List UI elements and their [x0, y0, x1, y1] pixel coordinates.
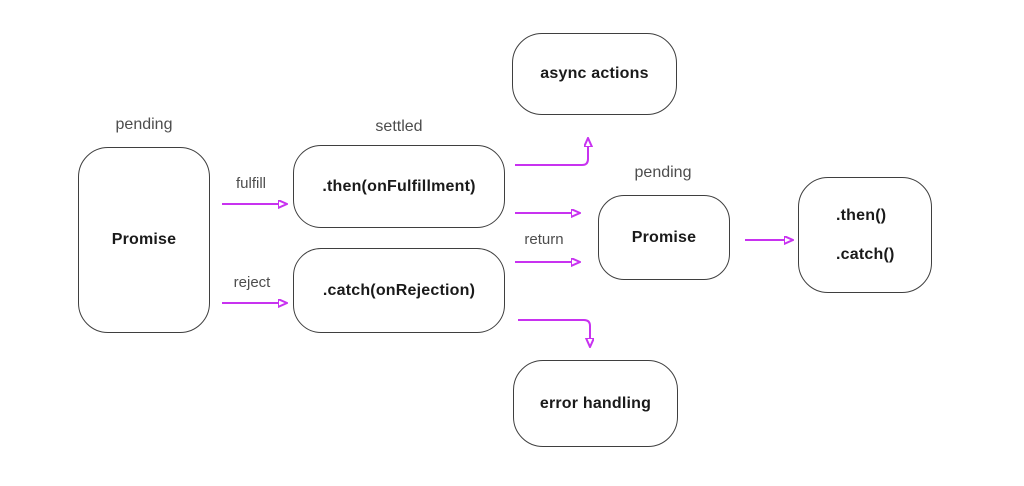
error-handling-label: error handling [539, 394, 652, 412]
promise-returned-node: Promise [598, 195, 730, 280]
promise-initial-state-label: pending [115, 116, 173, 133]
chained-catch-label: .catch() [836, 245, 895, 263]
then-handler-node: .then(onFulfillment) [293, 145, 505, 228]
return-edge-label: return [524, 231, 564, 248]
promise-initial-node: Promise [78, 147, 210, 333]
then-handler-label: .then(onFulfillment) [322, 177, 476, 195]
then-handler-state-label: settled [375, 118, 423, 135]
then-to-async-actions-arrow [515, 146, 588, 166]
chained-then-label: .then() [836, 206, 887, 224]
fulfill-edge-label: fulfill [235, 175, 267, 192]
reject-edge-label: reject [233, 274, 271, 291]
chained-handlers-node: .then() .catch() [798, 177, 932, 293]
promise-returned-state-label: pending [634, 164, 692, 181]
catch-handler-label: .catch(onRejection) [322, 281, 476, 299]
async-actions-label: async actions [540, 65, 649, 82]
promise-initial-label: Promise [111, 231, 177, 248]
promise-returned-label: Promise [631, 228, 697, 246]
async-actions-node: async actions [512, 33, 677, 115]
catch-handler-node: .catch(onRejection) [293, 248, 505, 333]
error-handling-node: error handling [513, 360, 678, 447]
catch-to-error-handling-arrow [518, 319, 590, 339]
